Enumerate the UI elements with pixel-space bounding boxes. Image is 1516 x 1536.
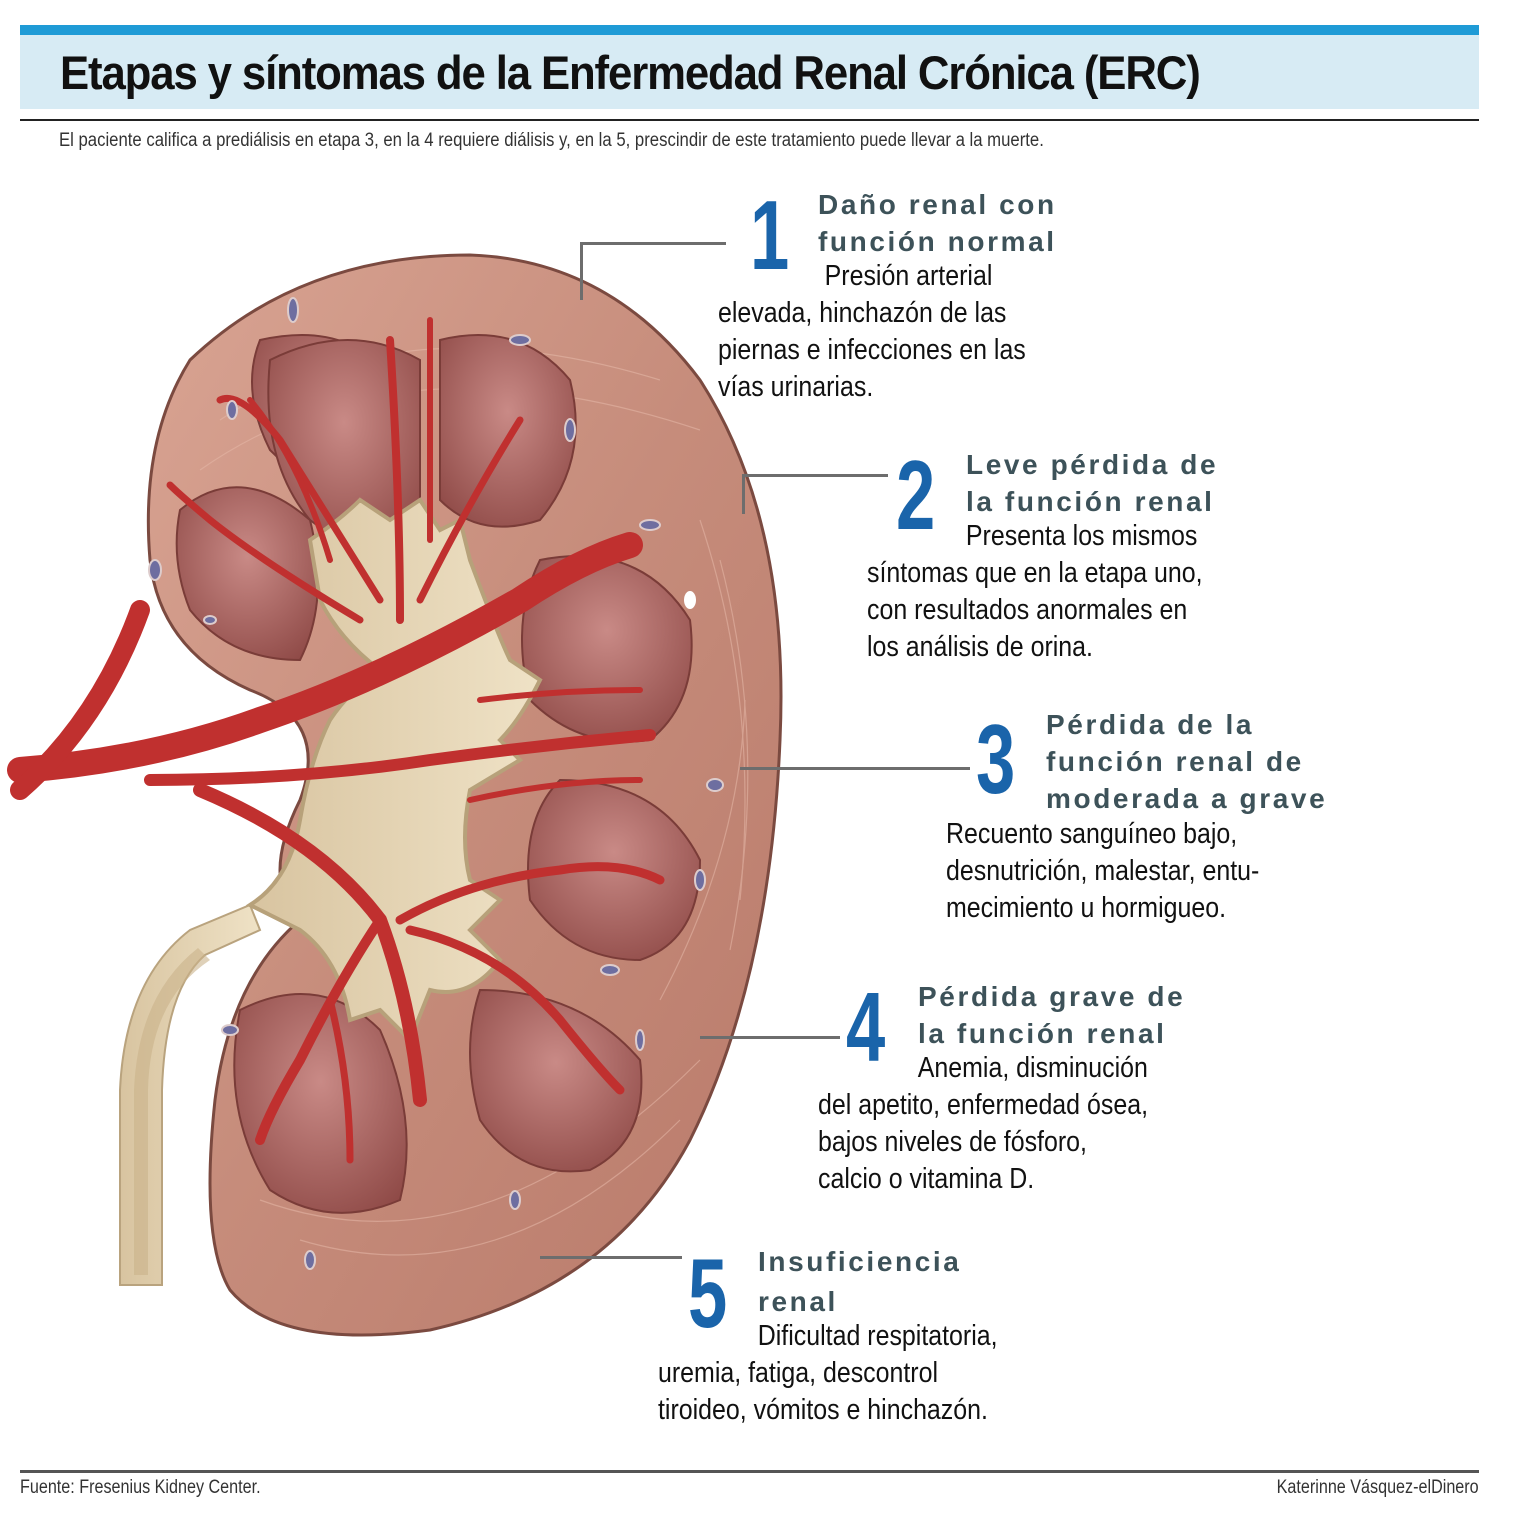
stage-3: 3 Pérdida de la función renal de moderad… [946, 704, 1336, 934]
stage-heading: Pérdida grave de la función renal [918, 981, 1186, 1049]
stage-number: 3 [976, 704, 1016, 814]
stage-5: 5 Insuficiencia renal Dificultad respita… [658, 1238, 1108, 1440]
page-title: Etapas y síntomas de la Enfermedad Renal… [60, 46, 1201, 99]
stage-heading: Leve pérdida de la función renal [966, 449, 1219, 517]
stage-heading: Pérdida de la función renal de moderada … [1046, 709, 1328, 814]
leader-line-2-drop [742, 474, 745, 514]
stage-4: 4 Pérdida grave de la función renal Anem… [818, 972, 1246, 1204]
stage-number: 2 [896, 440, 936, 550]
medulla-pyramids [175, 334, 702, 1214]
stage-symptoms: Presenta los mismos síntomas que en la e… [867, 520, 1203, 663]
kidney-illustration [7, 253, 783, 1337]
stage-heading: Daño renal con función normal [818, 189, 1057, 257]
leader-line-5 [540, 1256, 682, 1259]
stage-heading: Insuficiencia renal [758, 1246, 962, 1317]
stage-number: 1 [750, 180, 790, 290]
leader-line-4 [700, 1036, 840, 1039]
leader-line-3 [740, 767, 970, 770]
stage-number: 5 [688, 1238, 728, 1348]
cortical-vessels [148, 297, 724, 1270]
source-note: Fuente: Fresenius Kidney Center. [20, 1477, 261, 1498]
highlight [684, 591, 696, 609]
stage-symptoms: Dificultad respitatoria, uremia, fatiga,… [658, 1320, 998, 1426]
leader-line-1 [580, 242, 726, 245]
leader-line-1-drop [580, 242, 583, 300]
header-divider [20, 119, 1479, 121]
stage-1: 1 Daño renal con función normal Presión … [718, 180, 1170, 412]
ureter [119, 903, 262, 1286]
subtitle: El paciente califica a prediálisis en et… [59, 130, 1044, 151]
stage-number: 4 [846, 972, 886, 1082]
leader-line-2 [742, 474, 888, 477]
stage-2: 2 Leve pérdida de la función renal Prese… [867, 440, 1316, 672]
footer-divider [20, 1470, 1479, 1473]
author-credit: Katerinne Vásquez-elDinero [1277, 1477, 1479, 1498]
stage-symptoms: Presión arterial elevada, hinchazón de l… [718, 260, 1026, 403]
renal-artery [7, 317, 665, 1164]
stage-symptoms: Anemia, disminución del apetito, enferme… [818, 1052, 1148, 1195]
title-banner: Etapas y síntomas de la Enfermedad Renal… [20, 25, 1479, 109]
stage-symptoms: Recuento sanguíneo bajo, desnutrición, m… [946, 818, 1260, 924]
